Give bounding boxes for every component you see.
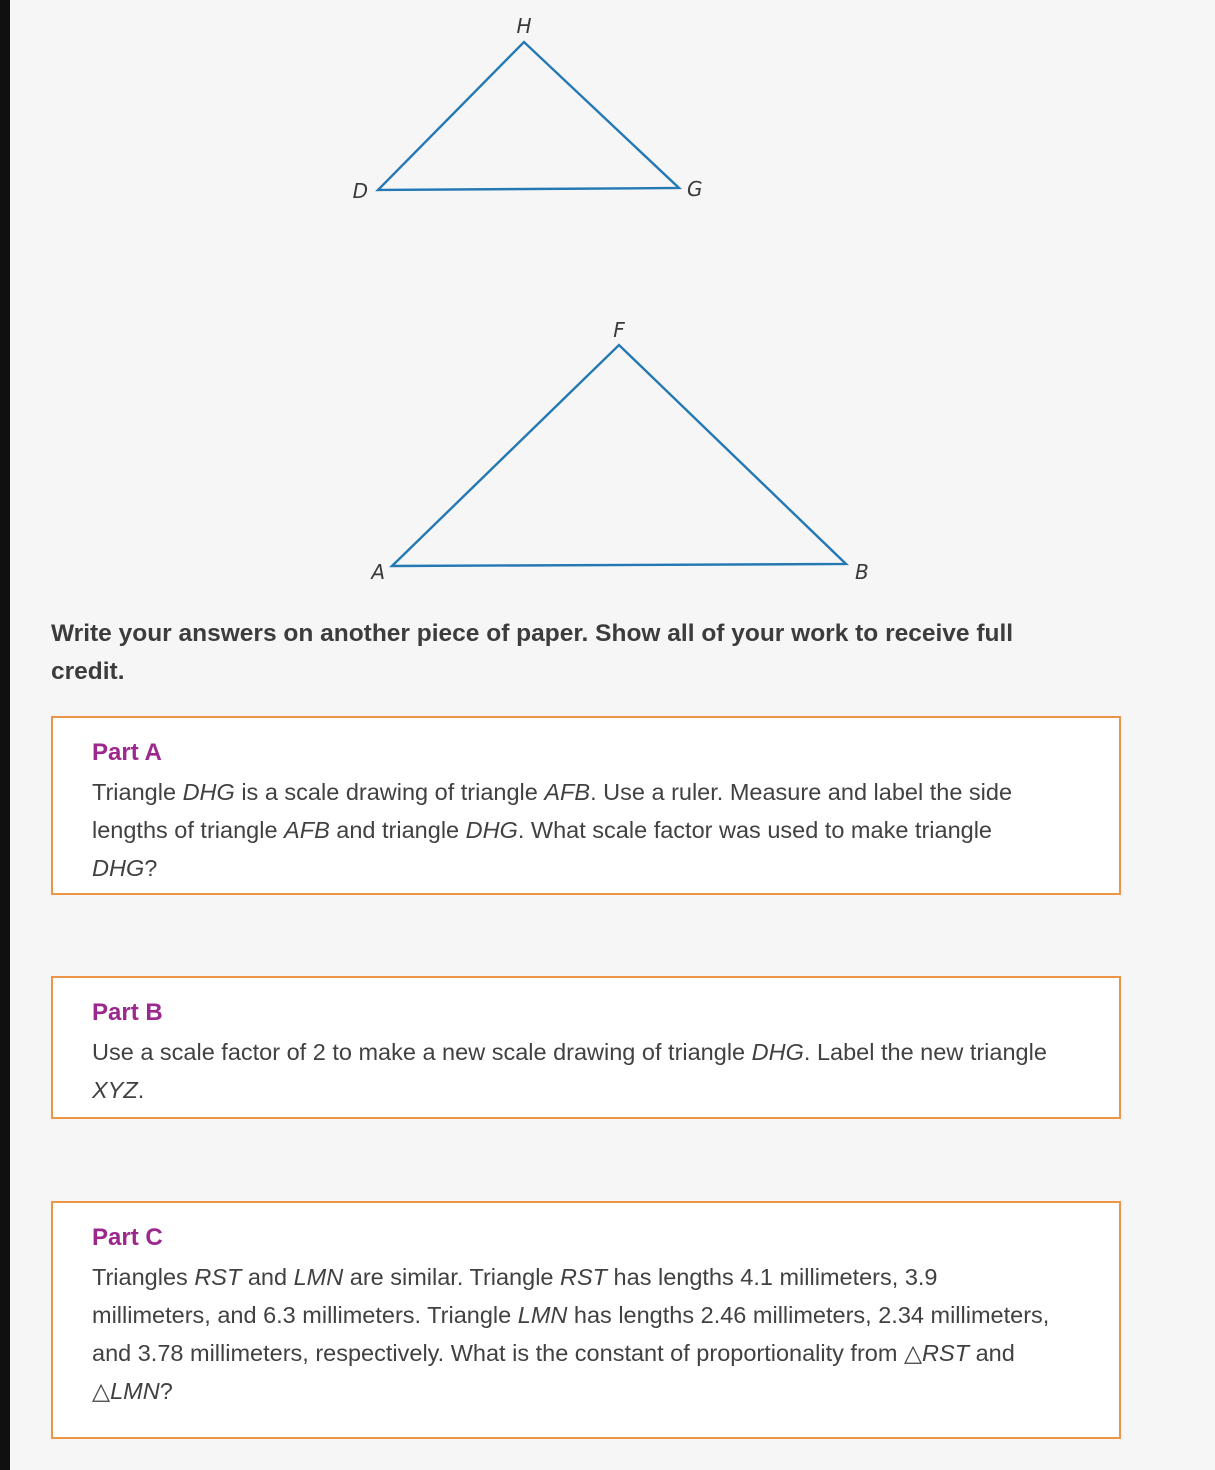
page-left-edge xyxy=(0,0,10,1470)
part-c-box: Part C Triangles RST and LMN are similar… xyxy=(51,1201,1121,1439)
triangle-dhg xyxy=(375,40,683,192)
part-a-body: Triangle DHG is a scale drawing of trian… xyxy=(92,779,1013,881)
part-a-box: Part A Triangle DHG is a scale drawing o… xyxy=(51,716,1121,895)
worksheet-figure: H D G F A B xyxy=(353,14,869,584)
instructions-text: Write your answers on another piece of p… xyxy=(51,620,1014,685)
vertex-label-a: A xyxy=(369,560,385,584)
part-a-title: Part A xyxy=(92,739,162,766)
vertex-label-b: B xyxy=(855,560,869,584)
part-b-title: Part B xyxy=(92,999,163,1026)
vertex-label-f: F xyxy=(613,318,625,342)
vertex-label-h: H xyxy=(516,14,531,38)
part-c-body: Triangles RST and LMN are similar. Trian… xyxy=(92,1264,1050,1404)
part-b-body: Use a scale factor of 2 to make a new sc… xyxy=(92,1039,1047,1103)
vertex-label-d: D xyxy=(353,179,368,203)
vertex-label-g: G xyxy=(687,177,703,201)
part-c-title: Part C xyxy=(92,1224,163,1251)
triangle-afb xyxy=(389,343,849,568)
part-b-box: Part B Use a scale factor of 2 to make a… xyxy=(51,976,1121,1119)
